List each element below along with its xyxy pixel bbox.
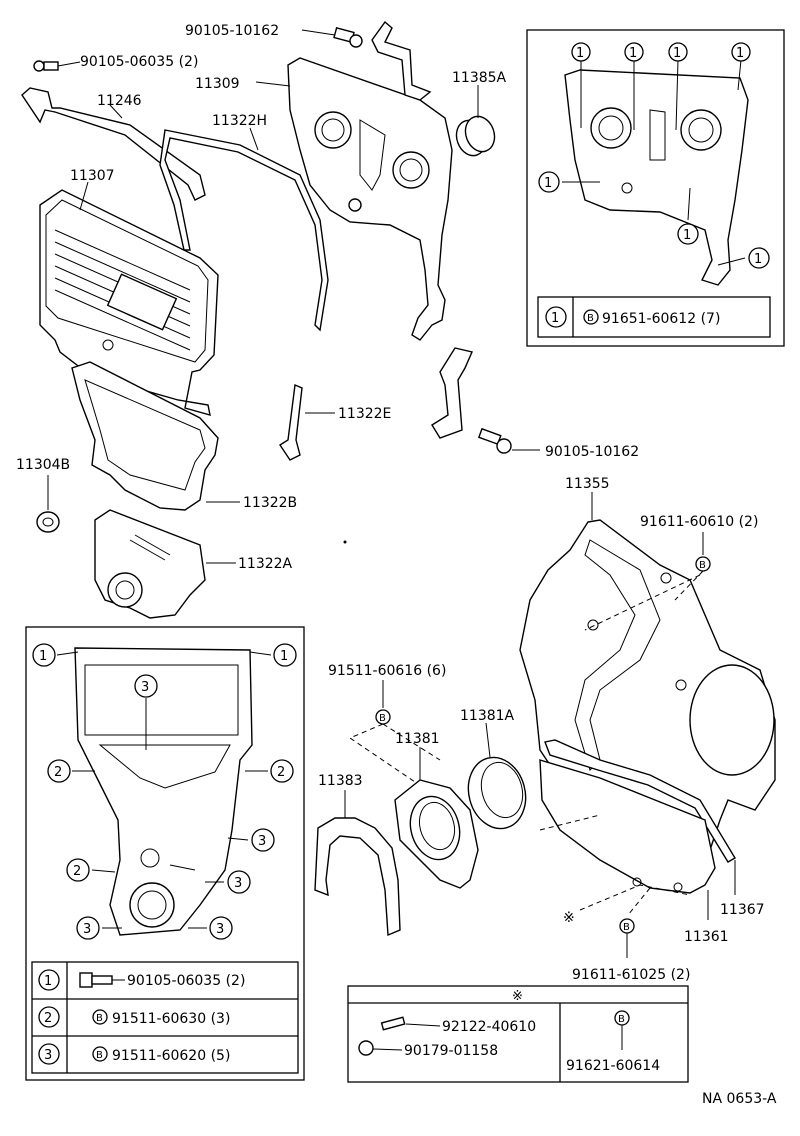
stray-dot (343, 540, 347, 544)
marker-1-g: 1 (754, 252, 762, 267)
gasket-11246 (21, 87, 206, 201)
bolt-90105-10162-top (301, 26, 363, 48)
marker-bl-3-e: 3 (216, 922, 224, 937)
legend-bl-part-3: 91511-60620 (5) (112, 1048, 230, 1064)
legend-tr-marker: 1 (551, 311, 559, 326)
legend-tr-part: 91651-60612 (7) (602, 311, 720, 327)
legend-star-part-c: 91621-60614 (566, 1058, 660, 1074)
label-91511-60616: 91511-60616 (6) (328, 663, 446, 679)
gasket-11322E (279, 383, 335, 461)
marker-bl-1-a: 1 (39, 649, 47, 664)
legend-bl-bolt-icon (79, 972, 113, 988)
marker-1-b: 1 (629, 46, 637, 61)
marker-1-f: 1 (683, 228, 691, 243)
label-90105-06035: 90105-06035 (2) (80, 54, 198, 70)
timing-cover-upper-11307 (39, 181, 219, 416)
label-11322B: 11322B (243, 495, 297, 511)
label-11381: 11381 (395, 731, 440, 747)
marker-b-60610: B (699, 560, 706, 571)
label-90105-10162-mid: 90105-10162 (545, 444, 639, 460)
figure-code: NA 0653-A (702, 1091, 777, 1107)
legend-bl-b-2: B (96, 1013, 103, 1024)
label-11355: 11355 (565, 476, 610, 492)
legend-bl-marker-1: 1 (44, 974, 52, 989)
label-11322A: 11322A (238, 556, 293, 572)
bolt-90105-10162-mid (477, 427, 540, 454)
label-11322E: 11322E (338, 406, 391, 422)
timing-cover-lower-11322A (94, 509, 236, 619)
timing-cover-middle-11322B (71, 361, 240, 511)
marker-1-c: 1 (673, 46, 681, 61)
label-11383: 11383 (318, 773, 363, 789)
legend-bl-part-2: 91511-60630 (3) (112, 1011, 230, 1027)
legend-tr-b: B (587, 313, 594, 324)
label-11322H: 11322H (212, 113, 267, 129)
legend-star-header: ※ (512, 989, 523, 1004)
oil-seal-11381A (467, 722, 527, 830)
marker-bl-2-b: 2 (277, 765, 285, 780)
marker-1-d: 1 (736, 46, 744, 61)
label-90105-10162-top: 90105-10162 (185, 23, 279, 39)
label-11361: 11361 (684, 929, 729, 945)
marker-bl-2-a: 2 (54, 765, 62, 780)
marker-1-a: 1 (576, 46, 584, 61)
gasket-11383 (314, 790, 401, 937)
label-11309: 11309 (195, 76, 240, 92)
marker-b-61025: B (623, 922, 630, 933)
plate-11361 (539, 759, 716, 920)
legend-bl-b-3: B (96, 1050, 103, 1061)
legend-bl-part-1: 90105-06035 (2) (127, 973, 245, 989)
label-11246: 11246 (97, 93, 142, 109)
bracket-mid (431, 347, 473, 439)
marker-bl-2-c: 2 (73, 864, 81, 879)
inset-plate-bolt-map: 1 1 1 1 1 1 1 1 B 91651-60612 (7) (526, 29, 785, 347)
marker-1-e: 1 (544, 176, 552, 191)
bracket-top (371, 20, 432, 101)
bolt-90105-06035 (33, 60, 81, 72)
marker-bl-3-b: 3 (258, 834, 266, 849)
marker-bl-1-b: 1 (280, 649, 288, 664)
label-11307: 11307 (70, 168, 115, 184)
label-11381A: 11381A (460, 708, 515, 724)
marker-bl-3-d: 3 (83, 922, 91, 937)
marker-star-lower: ※ (563, 910, 575, 926)
marker-bl-3-a: 3 (141, 680, 149, 695)
legend-star-part-b: 90179-01158 (404, 1043, 498, 1059)
inset-cover-bolt-map: 1 1 3 2 2 3 2 3 3 3 1 2 3 90105-06035 (2… (25, 626, 305, 1081)
marker-b-60616: B (379, 713, 386, 724)
label-11367: 11367 (720, 902, 765, 918)
label-91611-60610: 91611-60610 (2) (640, 514, 758, 530)
stud-icon (380, 1016, 406, 1031)
timing-plate-11309 (255, 57, 453, 341)
oil-seal-11385A (455, 85, 496, 157)
legend-star-part-a: 92122-40610 (442, 1019, 536, 1035)
label-11385A: 11385A (452, 70, 507, 86)
gasket-11367 (544, 739, 736, 895)
legend-star-table: ※ 92122-40610 90179-01158 B 91621-60614 (347, 985, 689, 1083)
marker-bl-3-c: 3 (234, 876, 242, 891)
legend-star-b: B (618, 1014, 625, 1025)
label-11304B: 11304B (16, 457, 70, 473)
label-91611-61025: 91611-61025 (2) (572, 967, 690, 983)
end-plate-11355 (519, 492, 776, 851)
grommet-11304B (36, 475, 60, 533)
seal-retainer-11381 (394, 747, 479, 889)
legend-bl-marker-3: 3 (44, 1048, 52, 1063)
legend-bl-marker-2: 2 (44, 1011, 52, 1026)
nut-icon (358, 1040, 374, 1056)
